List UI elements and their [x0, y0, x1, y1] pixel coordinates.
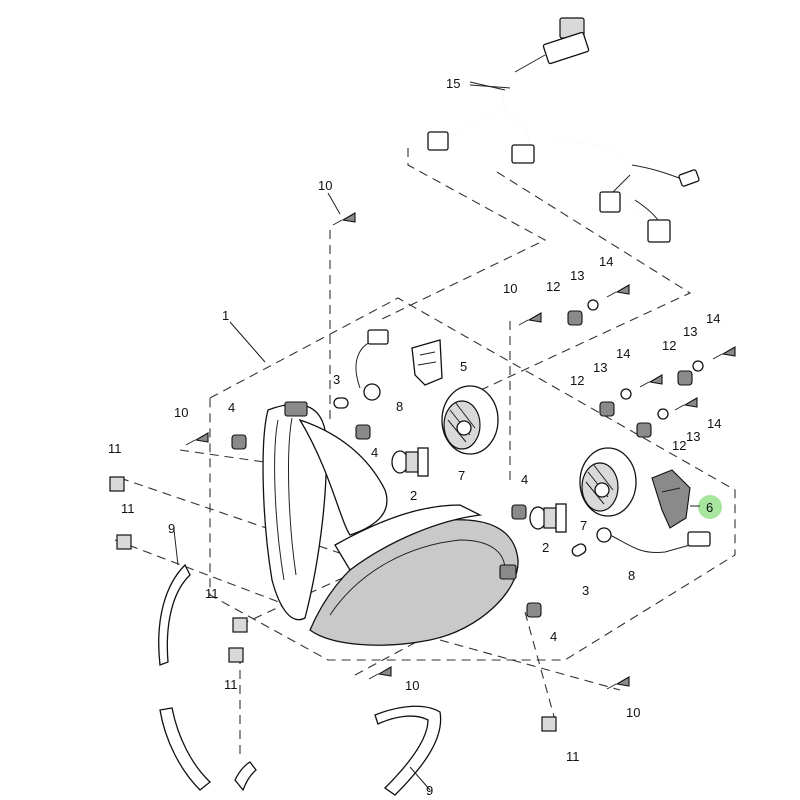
part-labels: 1 2 2 3 3 4 4 4 4 5 6 7 7 8 8 9 9 10 10 …: [108, 76, 721, 798]
brackets: [411, 339, 722, 529]
screws: [185, 212, 736, 690]
label-part-12: 12: [570, 373, 584, 388]
label-part-13: 13: [683, 324, 697, 339]
wiring-harness: [427, 17, 700, 243]
label-part-11: 11: [205, 586, 219, 601]
fasteners: [231, 299, 704, 618]
label-part-10: 10: [503, 281, 517, 296]
label-part-3: 3: [582, 583, 589, 598]
label-part-14: 14: [706, 311, 720, 326]
label-part-11: 11: [224, 677, 238, 692]
label-part-5: 5: [460, 359, 467, 374]
label-part-12: 12: [546, 279, 560, 294]
label-part-6: 6: [706, 500, 713, 515]
part-6-highlight: [698, 495, 722, 519]
trim-strips: [158, 563, 442, 796]
label-part-4: 4: [228, 400, 235, 415]
label-part-14: 14: [599, 254, 613, 269]
label-part-9: 9: [168, 521, 175, 536]
label-part-10: 10: [626, 705, 640, 720]
label-part-10: 10: [405, 678, 419, 693]
label-part-7: 7: [458, 468, 465, 483]
label-part-2: 2: [542, 540, 549, 555]
label-part-12: 12: [662, 338, 676, 353]
clips: [109, 476, 557, 732]
leader-lines: [173, 81, 700, 791]
label-part-4: 4: [550, 629, 557, 644]
headlight-housing: [262, 401, 519, 646]
label-part-2: 2: [410, 488, 417, 503]
label-part-11: 11: [121, 501, 135, 516]
label-part-13: 13: [593, 360, 607, 375]
label-part-7: 7: [580, 518, 587, 533]
label-part-1: 1: [222, 308, 229, 323]
label-part-8: 8: [628, 568, 635, 583]
label-part-11: 11: [108, 441, 122, 456]
label-part-12: 12: [672, 438, 686, 453]
label-part-10: 10: [318, 178, 332, 193]
label-part-9: 9: [426, 783, 433, 798]
label-part-3: 3: [333, 372, 340, 387]
label-part-8: 8: [396, 399, 403, 414]
label-part-11: 11: [566, 749, 580, 764]
label-part-15: 15: [446, 76, 460, 91]
label-part-13: 13: [570, 268, 584, 283]
label-part-14: 14: [707, 416, 721, 431]
label-part-4: 4: [371, 445, 378, 460]
label-part-14: 14: [616, 346, 630, 361]
label-part-13: 13: [686, 429, 700, 444]
label-part-4: 4: [521, 472, 528, 487]
bulbs-and-covers: [333, 329, 711, 557]
label-part-10: 10: [174, 405, 188, 420]
